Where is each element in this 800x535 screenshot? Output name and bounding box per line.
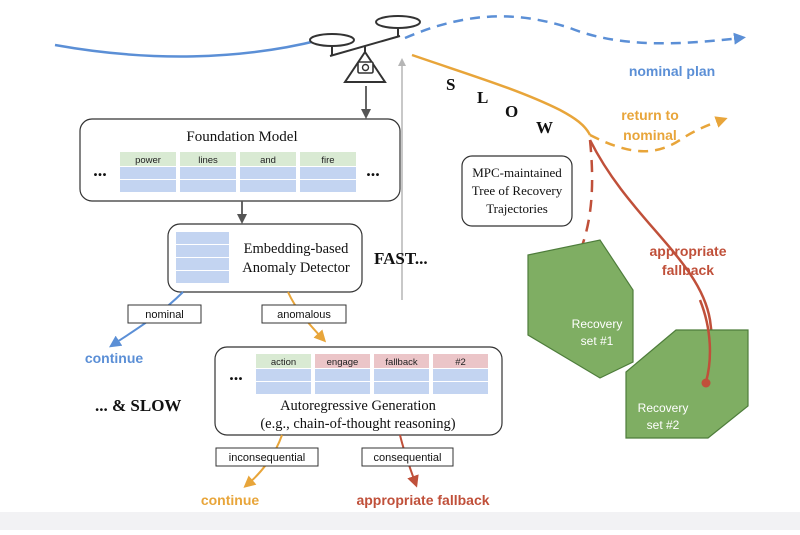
token-power: power xyxy=(135,155,161,166)
token-2: #2 xyxy=(455,357,466,368)
token-fire: fire xyxy=(321,155,334,166)
recovery-set-2-line2: set #2 xyxy=(647,418,680,432)
foundation-model-title: Foundation Model xyxy=(186,129,297,145)
autoregressive-ellipsis: ... xyxy=(229,364,243,384)
drone-icon xyxy=(309,15,421,83)
fallback-path-overlay xyxy=(698,299,712,383)
mpc-tree-box xyxy=(461,155,573,227)
slow-letter-l: L xyxy=(477,88,488,107)
recovery-set-1-line1: Recovery xyxy=(572,317,623,331)
slow-letter-o: O xyxy=(505,102,518,121)
continue-orange-label: continue xyxy=(201,492,260,508)
foundation-ellipsis-left: ... xyxy=(93,160,107,180)
slow-letter-s: S xyxy=(446,75,455,94)
inconsequential-tag-box xyxy=(215,447,319,467)
recovery-set-2 xyxy=(625,329,749,439)
consequential-tag: consequential xyxy=(374,452,442,464)
nominal-plan-line xyxy=(404,15,746,45)
mpc-line3: Trajectories xyxy=(486,201,548,216)
recovery-set-1-line2: set #1 xyxy=(581,334,614,348)
ar-token-col-2 xyxy=(315,354,370,394)
fallback-alt-path xyxy=(560,139,594,286)
fallback-label-line2: fallback xyxy=(662,262,714,278)
slow-letter-w: W xyxy=(536,118,553,137)
return-label-line1: return to xyxy=(621,107,679,123)
token-and: and xyxy=(260,155,276,166)
mpc-line2: Tree of Recovery xyxy=(472,183,563,198)
slow-deviation-path xyxy=(411,53,592,136)
ar-token-col-4 xyxy=(433,354,488,394)
ar-token-col-3 xyxy=(374,354,429,394)
recovery-set-2-line1: Recovery xyxy=(638,401,689,415)
slow-label: ... & SLOW xyxy=(95,396,181,415)
detector-embedding-block xyxy=(176,232,229,283)
inconsequential-tag: inconsequential xyxy=(229,452,305,464)
fallback-endpoint-overlay xyxy=(701,378,711,388)
bottom-strip xyxy=(0,512,800,530)
nominal-tag-box xyxy=(127,304,202,324)
foundation-ellipsis-right: ... xyxy=(366,160,380,180)
foundation-token-col-3 xyxy=(240,152,296,192)
fallback-label-line1: appropriate xyxy=(649,243,726,259)
nominal-tag: nominal xyxy=(145,309,184,321)
continue-blue-label: continue xyxy=(85,350,144,366)
consequential-tag-box xyxy=(361,447,454,467)
recovery-set-1 xyxy=(527,239,634,379)
foundation-token-col-4 xyxy=(300,152,356,192)
fast-label: FAST... xyxy=(374,249,428,268)
return-label-line2: nominal xyxy=(623,127,677,143)
anomalous-tag: anomalous xyxy=(277,309,331,321)
mpc-line1: MPC-maintained xyxy=(472,165,562,180)
token-action: action xyxy=(271,357,296,368)
foundation-token-col-1 xyxy=(120,152,176,192)
return-to-nominal-line xyxy=(589,116,728,153)
autoregressive-line2: (e.g., chain-of-thought reasoning) xyxy=(260,416,455,432)
detector-line1: Embedding-based xyxy=(244,241,349,257)
anomalous-tag-box xyxy=(261,304,347,324)
autoregressive-line1: Autoregressive Generation xyxy=(280,398,437,414)
token-engage: engage xyxy=(327,357,359,368)
ar-token-col-1 xyxy=(256,354,311,394)
appropriate-fallback-label: appropriate fallback xyxy=(356,492,489,508)
foundation-token-col-2 xyxy=(180,152,236,192)
token-fallback: fallback xyxy=(385,357,417,368)
token-lines: lines xyxy=(198,155,218,166)
nominal-plan-label: nominal plan xyxy=(629,63,715,79)
detector-line2: Anomaly Detector xyxy=(242,260,350,276)
flown-path-line xyxy=(54,38,321,58)
